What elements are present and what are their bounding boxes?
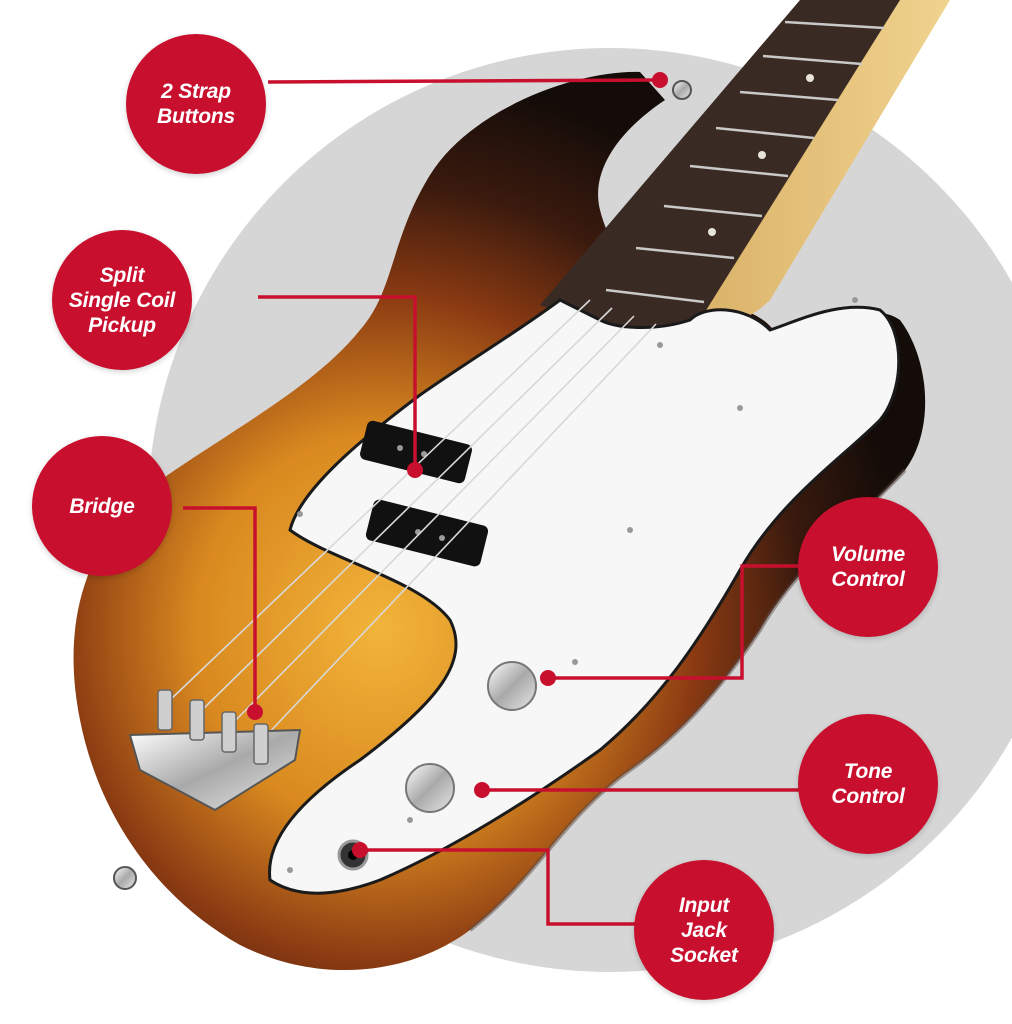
callout-pickup-label: Split Single Coil Pickup	[68, 263, 176, 337]
leader-lines	[183, 78, 800, 926]
callout-jack: Input Jack Socket	[634, 860, 774, 1000]
callout-strap-buttons-label: 2 Strap Buttons	[157, 80, 235, 128]
callout-tone: Tone Control	[798, 714, 938, 854]
strap-button-top	[672, 80, 692, 100]
pickguard-screws	[287, 297, 858, 873]
leader-dots	[247, 72, 668, 858]
callout-bridge: Bridge	[32, 436, 172, 576]
control-knobs	[405, 661, 537, 813]
leader-jack	[360, 848, 636, 926]
callout-strap-buttons: 2 Strap Buttons	[126, 34, 266, 174]
frets	[605, 20, 885, 304]
bridge-hardware	[128, 689, 302, 812]
callout-bridge-label: Bridge	[69, 494, 135, 518]
callout-tone-label: Tone Control	[831, 760, 905, 808]
leader-volume	[548, 564, 800, 680]
leader-pickup	[258, 295, 417, 470]
callout-jack-label: Input Jack Socket	[670, 893, 738, 967]
leader-strap	[267, 78, 661, 84]
maple-neck	[680, 0, 950, 326]
fret-markers	[708, 74, 814, 236]
callout-pickup: Split Single Coil Pickup	[52, 230, 192, 370]
callout-volume: Volume Control	[798, 497, 938, 637]
strap-button-bottom	[113, 866, 137, 890]
fretboard	[540, 0, 900, 342]
leader-bridge	[183, 506, 257, 712]
strings	[169, 299, 657, 739]
callout-volume-label: Volume Control	[831, 543, 905, 591]
